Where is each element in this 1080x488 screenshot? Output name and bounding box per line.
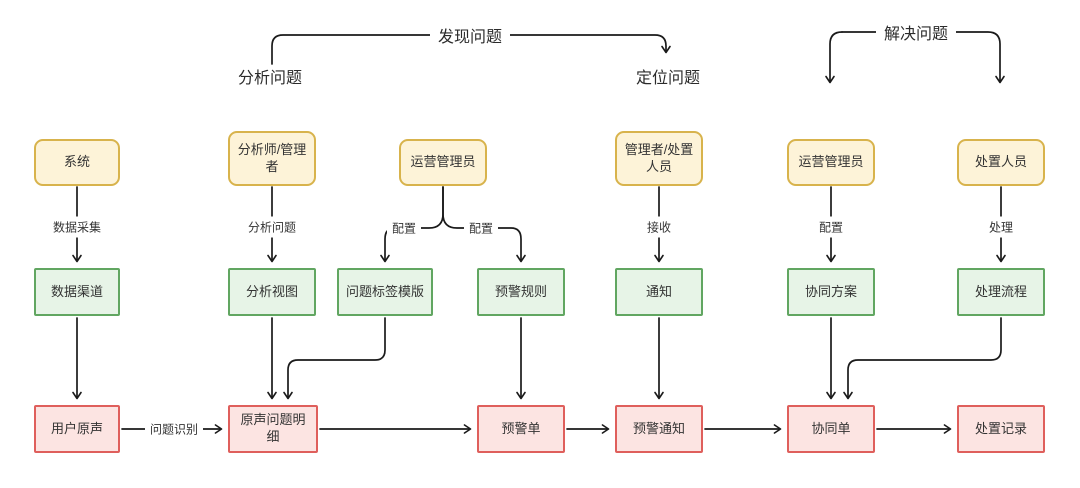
edge-label-identify: 问题识别 <box>144 418 204 440</box>
edge-label-receive: 接收 <box>641 216 677 238</box>
stage-analyze-label: 分析问题 <box>237 70 303 87</box>
node-ops-admin-2[interactable]: 运营管理员 <box>787 139 875 186</box>
stage-locate-label: 定位问题 <box>635 70 701 87</box>
edge-label-config2: 配置 <box>813 216 849 238</box>
stage-resolve-label: 解决问题 <box>875 20 957 44</box>
node-collab-plan[interactable]: 协同方案 <box>787 268 875 316</box>
node-alert-notice[interactable]: 预警通知 <box>615 405 703 453</box>
edge-label-handle: 处理 <box>983 216 1019 238</box>
node-voice-detail[interactable]: 原声问题明细 <box>228 405 318 453</box>
stage-discover-label: 发现问题 <box>429 23 511 47</box>
edge-resolve-bracket-right <box>841 31 1005 84</box>
node-alert-rule[interactable]: 预警规则 <box>477 268 565 316</box>
node-user-voice[interactable]: 用户原声 <box>34 405 120 453</box>
edge-label-config-right: 配置 <box>463 217 499 239</box>
edge-labeltemplate-voicedetail <box>283 317 386 400</box>
node-system[interactable]: 系统 <box>34 139 120 186</box>
node-manager-handler[interactable]: 管理者/处置人员 <box>615 131 703 186</box>
node-disposal-record[interactable]: 处置记录 <box>957 405 1045 453</box>
edge-label-data-collect: 数据采集 <box>47 216 107 238</box>
node-analyst-manager[interactable]: 分析师/管理者 <box>228 131 316 186</box>
edge-processflow-collabticket <box>843 317 1002 400</box>
node-ops-admin-1[interactable]: 运营管理员 <box>399 139 487 186</box>
edge-resolve-bracket-left <box>825 31 843 84</box>
node-process-flow[interactable]: 处理流程 <box>957 268 1045 316</box>
node-data-channel[interactable]: 数据渠道 <box>34 268 120 316</box>
node-alert-ticket[interactable]: 预警单 <box>477 405 565 453</box>
node-handler[interactable]: 处置人员 <box>957 139 1045 186</box>
node-notification[interactable]: 通知 <box>615 268 703 316</box>
node-collab-ticket[interactable]: 协同单 <box>787 405 875 453</box>
edge-label-analyze: 分析问题 <box>242 216 302 238</box>
edge-label-config-left: 配置 <box>386 217 422 239</box>
node-label-template[interactable]: 问题标签模版 <box>337 268 433 316</box>
node-analysis-view[interactable]: 分析视图 <box>228 268 316 316</box>
